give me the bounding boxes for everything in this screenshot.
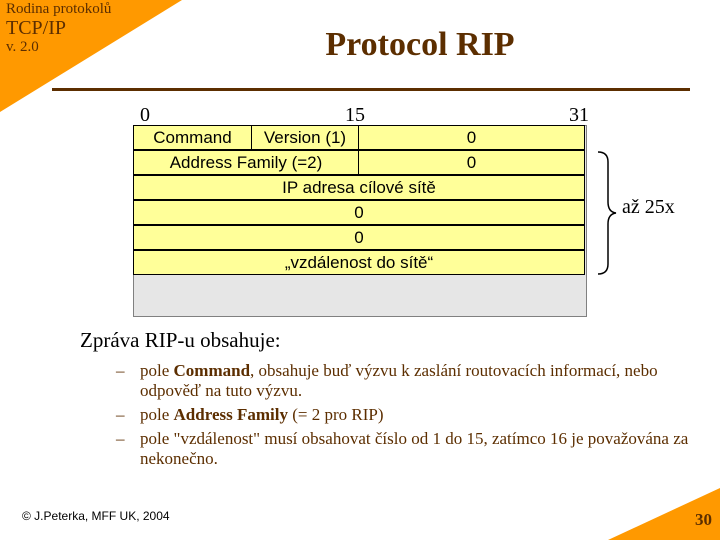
bullet-text: (= 2 pro RIP) xyxy=(287,405,384,424)
field-zero-1: 0 xyxy=(466,128,477,147)
field-zero-2: 0 xyxy=(466,153,477,172)
bullet-text: pole "vzdálenost" musí obsahovat číslo o… xyxy=(140,429,689,468)
bit-label-15: 15 xyxy=(345,104,365,126)
repeat-label: až 25x xyxy=(622,196,675,218)
corner-decoration-bottom-right xyxy=(608,488,720,540)
bullet-text: pole xyxy=(140,361,174,380)
field-command: Command xyxy=(134,126,252,149)
packet-row-zero-a: 0 xyxy=(133,200,585,225)
course-label: Rodina protokolů TCP/IP v. 2.0 xyxy=(6,2,111,55)
bullet-item: – pole Address Family (= 2 pro RIP) xyxy=(116,405,696,425)
bullet-bold-term: Address Family xyxy=(173,405,288,424)
bit-label-0: 0 xyxy=(140,104,150,126)
packet-row-header: Command Version (1) 0 xyxy=(133,125,585,150)
bullet-item: – pole "vzdálenost" musí obsahovat číslo… xyxy=(116,429,696,469)
slide-title: Protocol RIP xyxy=(325,26,515,63)
bullet-text: pole xyxy=(140,405,174,424)
course-line-1: Rodina protokolů xyxy=(6,1,112,17)
corner-decoration-top-left xyxy=(0,0,182,112)
bullet-list: – pole Command, obsahuje buď výzvu k zas… xyxy=(116,361,696,473)
bullet-dash: – xyxy=(116,361,125,380)
copyright-footer: © J.Peterka, MFF UK, 2004 xyxy=(22,509,170,523)
field-zero-4: 0 xyxy=(354,228,364,247)
title-underline xyxy=(52,88,690,91)
course-version: v. 2.0 xyxy=(6,39,39,55)
packet-row-ip: IP adresa cílové sítě xyxy=(133,175,585,200)
body-heading: Zpráva RIP-u obsahuje: xyxy=(80,328,281,352)
bullet-text: , obsahuje buď výzvu k zaslání routovací… xyxy=(140,361,658,400)
repeat-brace-icon xyxy=(597,151,617,275)
field-zero-3: 0 xyxy=(354,203,364,222)
field-metric: „vzdálenost do sítě“ xyxy=(284,253,434,272)
page-number: 30 xyxy=(695,510,712,529)
packet-row-metric: „vzdálenost do sítě“ xyxy=(133,250,585,275)
field-version: Version (1) xyxy=(252,126,359,149)
packet-row-family: Address Family (=2) 0 xyxy=(133,150,585,175)
bullet-bold-term: Command xyxy=(173,361,251,380)
bullet-dash: – xyxy=(116,429,125,448)
field-address-family: Address Family (=2) xyxy=(134,151,359,174)
bullet-item: – pole Command, obsahuje buď výzvu k zas… xyxy=(116,361,696,401)
bullet-dash: – xyxy=(116,405,125,424)
field-ip-address: IP adresa cílové sítě xyxy=(282,178,436,197)
packet-row-zero-b: 0 xyxy=(133,225,585,250)
bit-label-31: 31 xyxy=(569,104,589,126)
course-line-2: TCP/IP xyxy=(6,17,67,39)
